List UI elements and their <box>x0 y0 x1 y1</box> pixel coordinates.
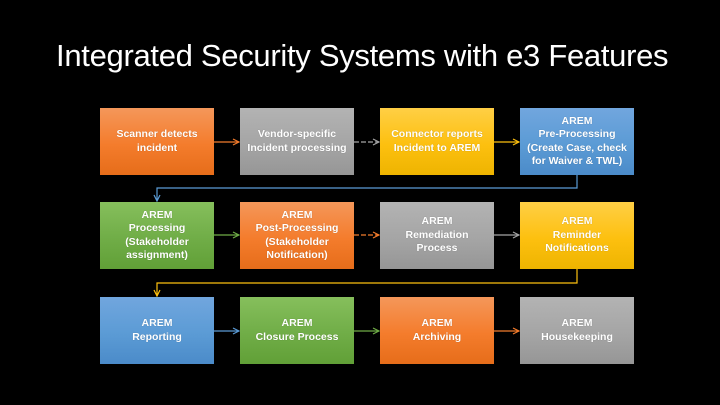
arrow-8-9 <box>157 269 578 296</box>
slide-title: Integrated Security Systems with e3 Feat… <box>56 38 669 73</box>
step-arem-processing: AREM Processing (Stakeholder assignment) <box>100 202 214 269</box>
arrow-4-5 <box>157 175 578 201</box>
step-arem-reporting: AREM Reporting <box>100 297 214 364</box>
step-scanner-detects: Scanner detects incident <box>100 108 214 175</box>
step-arem-post-processing: AREM Post-Processing (Stakeholder Notifi… <box>240 202 354 269</box>
step-arem-archiving: AREM Archiving <box>380 297 494 364</box>
step-arem-closure: AREM Closure Process <box>240 297 354 364</box>
step-arem-reminder: AREM Reminder Notifications <box>520 202 634 269</box>
step-arem-pre-processing: AREM Pre-Processing (Create Case, check … <box>520 108 634 175</box>
step-arem-remediation: AREM Remediation Process <box>380 202 494 269</box>
step-vendor-processing: Vendor-specific Incident processing <box>240 108 354 175</box>
step-connector-reports: Connector reports Incident to AREM <box>380 108 494 175</box>
step-arem-housekeeping: AREM Housekeeping <box>520 297 634 364</box>
